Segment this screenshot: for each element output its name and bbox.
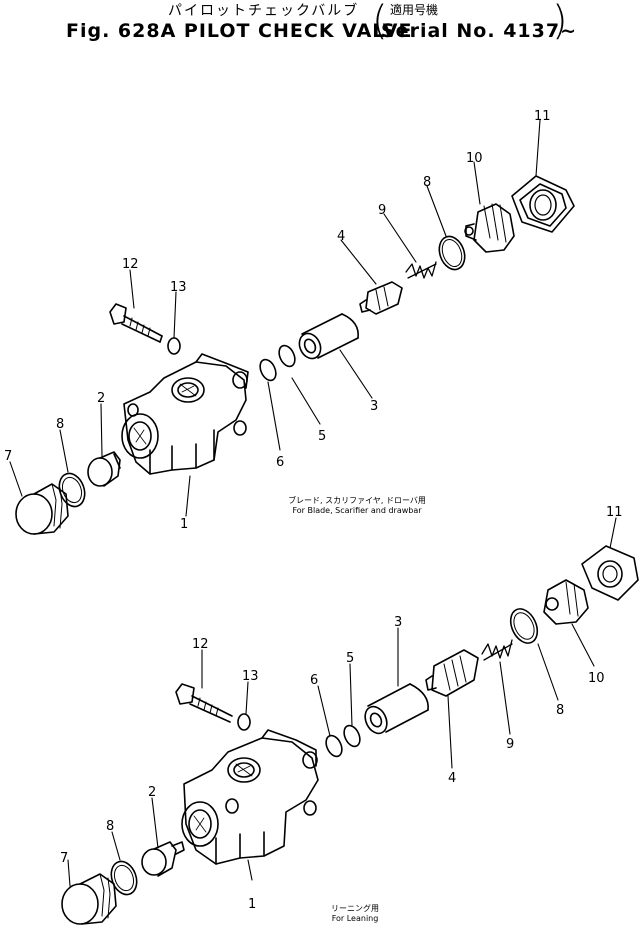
bottom-part-9-spring [481,639,513,661]
top-part-12-bolt [109,303,163,343]
bottom-assembly: 11 10 8 9 4 3 5 6 12 13 2 8 7 1 [60,505,639,925]
bottom-part-8-oring [509,608,539,644]
top-callout-9: 9 [378,203,386,218]
bottom-callout-11: 11 [606,505,623,520]
bottom-part-7-plug [61,873,117,925]
serial-range: Serial No. 4137~ [381,20,577,42]
top-callouts: 11 10 8 9 4 12 13 3 5 6 2 8 7 1 [4,109,551,532]
bottom-part-11-flange [581,545,639,601]
top-part-5-ring [278,344,296,368]
bottom-part-8b-oring [110,860,138,896]
top-part-4-poppet [359,281,403,315]
top-caption-japanese: ブレード, スカリファイヤ, ドローバ用 [288,496,426,505]
bottom-part-10-plug [543,579,589,625]
top-part-8-oring [438,235,466,271]
top-assembly: 11 10 8 9 4 12 13 3 5 6 2 8 7 1 [4,109,575,535]
bottom-part-1-body [181,729,319,865]
bottom-callout-8a: 8 [556,703,564,718]
top-callout-8a: 8 [423,175,431,190]
bottom-callout-4: 4 [448,771,456,786]
figure-title: Fig. 628A PILOT CHECK VALVE [66,20,413,42]
bottom-part-5-ring [343,724,361,748]
top-part-11-flange [511,175,575,233]
bottom-caption-japanese: リーニング用 [331,904,379,913]
bottom-callout-12: 12 [192,637,209,652]
bottom-callout-13: 13 [242,669,259,684]
top-part-13-washer [167,337,181,355]
serial-japanese: 適用号機 [390,3,439,17]
top-callout-1: 1 [180,517,188,532]
top-group-caption: ブレード, スカリファイヤ, ドローバ用 For Blade, Scarifie… [262,496,452,516]
top-caption-english: For Blade, Scarifier and drawbar [292,506,422,515]
bottom-leader-lines [67,517,617,887]
bottom-callout-9: 9 [506,737,514,752]
top-callout-11: 11 [534,109,551,124]
bottom-callout-2: 2 [148,785,156,800]
bottom-part-13-washer [237,713,251,731]
bottom-part-3-sleeve [364,683,429,735]
top-callout-3: 3 [370,399,378,414]
bottom-part-12-bolt [175,683,233,723]
top-callout-8b: 8 [56,417,64,432]
bottom-callout-7: 7 [60,851,68,866]
top-part-7-plug [15,483,69,535]
title-japanese: パイロットチェックバルブ [168,3,360,19]
bottom-callouts: 11 10 8 9 4 3 5 6 12 13 2 8 7 1 [60,505,623,912]
top-part-6-ring [259,358,277,382]
open-paren: ( [372,0,388,44]
bottom-callout-10: 10 [588,671,605,686]
top-leader-lines [9,119,541,517]
top-callout-10: 10 [466,151,483,166]
bottom-callout-1: 1 [248,897,256,912]
top-callout-5: 5 [318,429,326,444]
top-part-9-spring [405,261,437,279]
top-callout-4: 4 [337,229,345,244]
top-callout-2: 2 [97,391,105,406]
bottom-group-caption: リーニング用 For Leaning [300,904,410,924]
top-callout-6: 6 [276,455,284,470]
bottom-caption-english: For Leaning [331,914,379,923]
figure-header: パイロットチェックバルブ ( 適用号機 Fig. 628A PILOT CHEC… [0,0,639,52]
top-callout-13: 13 [170,280,187,295]
top-callout-12: 12 [122,257,139,272]
top-part-10-plug [464,203,515,253]
bottom-part-4-poppet [425,649,479,697]
top-callout-7: 7 [4,449,12,464]
bottom-part-2-check [141,841,185,877]
top-part-2-check [87,451,121,487]
bottom-part-6-ring [325,734,343,758]
bottom-callout-8b: 8 [106,819,114,834]
bottom-callout-3: 3 [394,615,402,630]
close-paren: ) [552,0,568,44]
top-part-3-sleeve [298,313,359,360]
bottom-callout-5: 5 [346,651,354,666]
top-part-1-body [121,353,249,475]
bottom-callout-6: 6 [310,673,318,688]
